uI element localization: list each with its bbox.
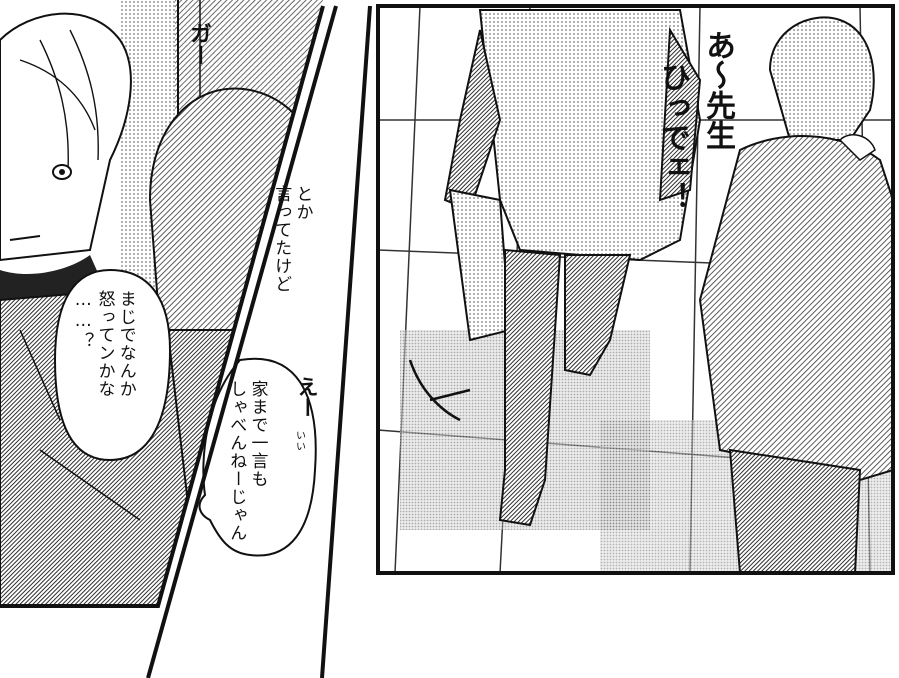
narration-text: とか 言ってたけど bbox=[271, 185, 313, 293]
middle-panel bbox=[198, 357, 317, 557]
walking-figure-right-hair bbox=[768, 16, 875, 141]
main-character-hair bbox=[0, 12, 132, 262]
panel-borders bbox=[0, 4, 895, 678]
scribble-mark bbox=[408, 359, 471, 422]
sfx-door-open: ガー bbox=[186, 22, 211, 66]
left-speech-bubble bbox=[53, 268, 172, 462]
left-bubble-text: まじでなんか 怒ってンかな ……？ bbox=[73, 290, 136, 398]
walking-figure-right-jacket bbox=[698, 135, 893, 482]
middle-speech-bubble bbox=[198, 357, 317, 557]
shout-text-line2: ひっでェ！ bbox=[655, 62, 690, 212]
right-panel bbox=[378, 6, 893, 573]
middle-bubble-text: 家まで一言も しゃべんねーじゃん bbox=[226, 380, 268, 542]
sfx-e: えー bbox=[295, 376, 319, 418]
walking-figure-left bbox=[478, 9, 702, 262]
shout-text-line1: あ〜先生 bbox=[700, 30, 735, 150]
ruby-text: いい bbox=[293, 430, 305, 452]
